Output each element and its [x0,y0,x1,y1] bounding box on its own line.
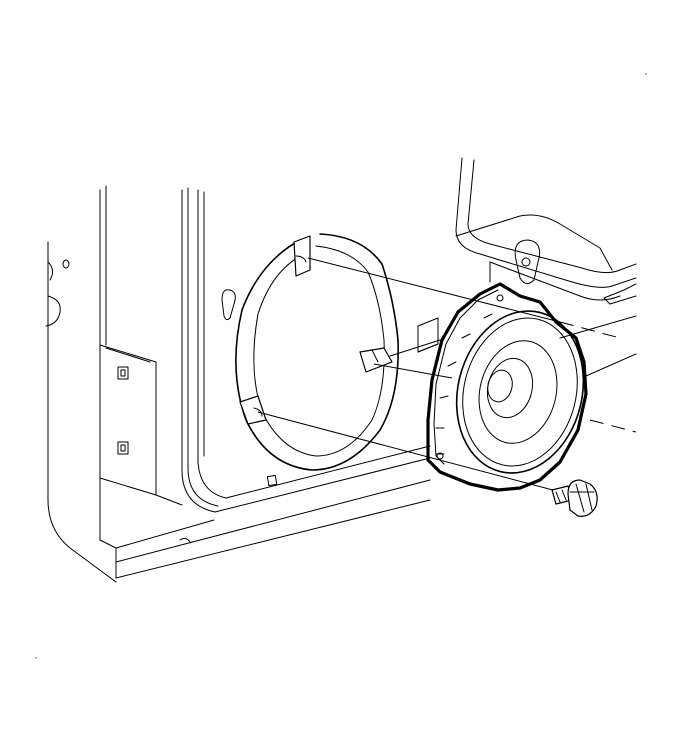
door-upper-structure [455,157,637,377]
speaker-mounting-ring [235,233,399,471]
ring-tab-bottom [239,395,267,425]
leader-lines [257,257,637,495]
speaker-bolt [551,479,598,517]
ring-tab-top [293,235,311,277]
stray-dot [35,657,37,659]
ring-tab-right [359,347,393,373]
door-inner-panel [45,185,441,583]
stray-dot [645,73,647,75]
speaker [426,282,588,492]
